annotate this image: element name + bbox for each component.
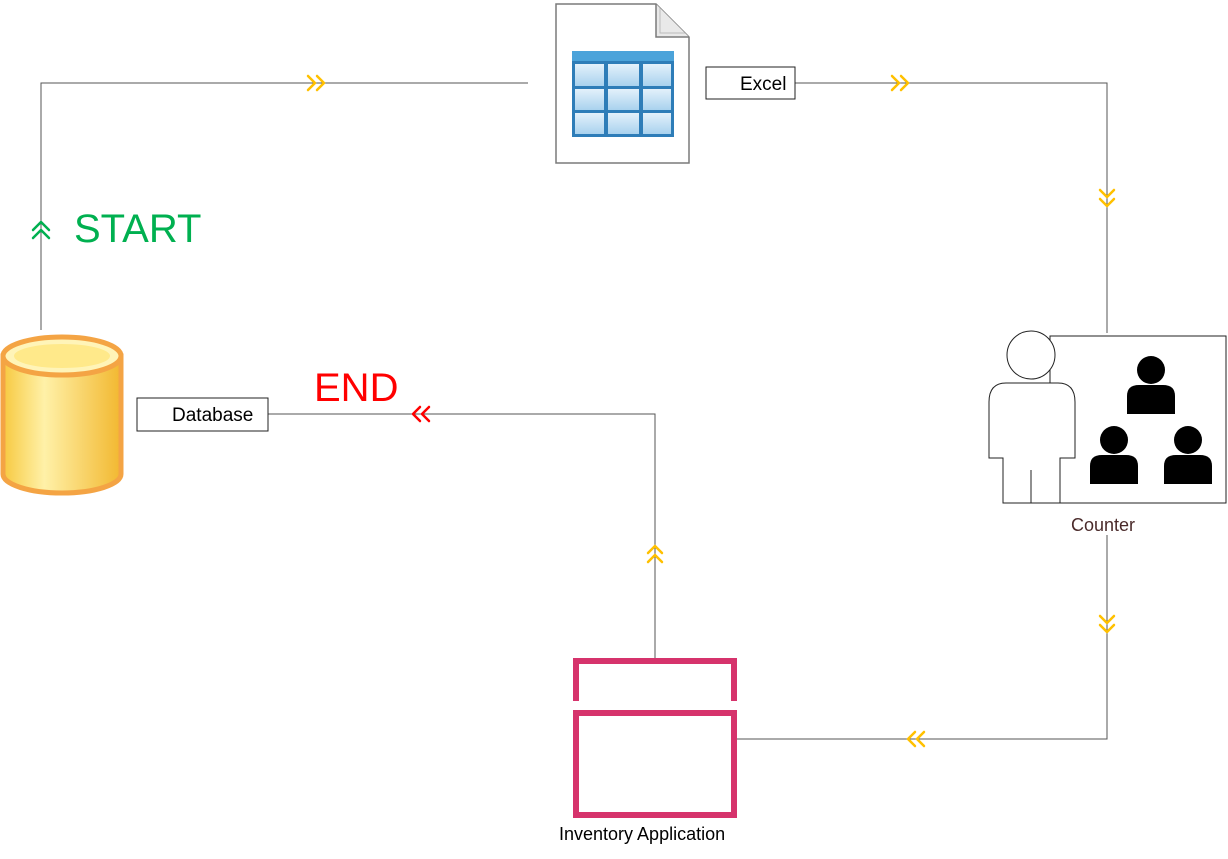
arrow-down-icon: [1098, 188, 1116, 208]
direction-arrows: [31, 74, 1116, 748]
line-app-to-database: [268, 413, 656, 658]
line-counter-to-app: [736, 535, 1108, 740]
excel-label-box: Excel: [705, 66, 796, 100]
start-arrow-up-icon: [31, 220, 51, 240]
arrow-right-icon: [890, 74, 910, 92]
arrow-left-icon: [906, 730, 926, 748]
counter-label: Counter: [1071, 515, 1135, 535]
line-database-to-excel: [40, 82, 528, 330]
line-excel-to-counter: [795, 82, 1108, 333]
spreadsheet-document-icon[interactable]: [555, 3, 690, 164]
start-label: START: [74, 207, 201, 251]
database-cylinder-icon[interactable]: [0, 334, 124, 496]
end-label: END: [314, 366, 398, 410]
user-group-icon[interactable]: [988, 330, 1227, 504]
person-outline-icon: [988, 330, 1076, 504]
application-window-icon[interactable]: [573, 658, 737, 818]
database-label: Database: [172, 405, 253, 426]
arrow-down-icon: [1098, 614, 1116, 634]
arrow-right-icon: [306, 74, 326, 92]
excel-label: Excel: [740, 74, 786, 95]
end-arrow-left-icon: [411, 405, 431, 423]
arrow-up-icon: [646, 544, 664, 564]
database-label-box: Database: [136, 397, 269, 432]
inventory-app-label: Inventory Application: [559, 824, 725, 844]
team-members-icon: [1090, 356, 1212, 484]
